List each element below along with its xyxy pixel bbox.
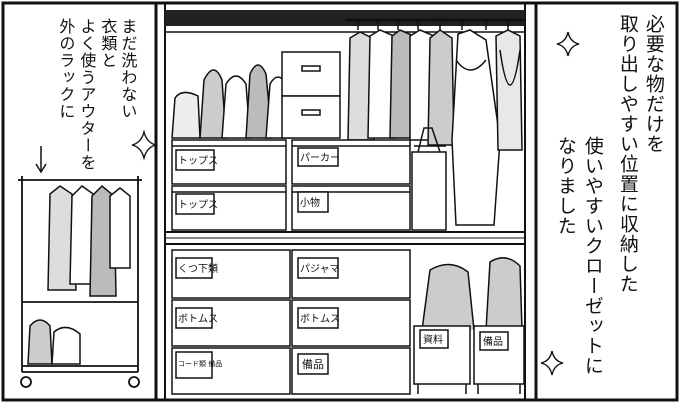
umbrella-bag <box>411 127 447 231</box>
side-text-col-3: よく使うアウターを <box>77 18 97 171</box>
bags <box>171 64 291 139</box>
label-lower-left-top: くつ下類 <box>178 263 218 275</box>
outside-rack <box>18 176 142 388</box>
label-upper-right-bottom: 小物 <box>300 196 320 209</box>
label-lower-right-mid: ボトムス <box>300 313 340 325</box>
folding-chairs <box>421 257 523 331</box>
narration-col-1: 必要な物だけを <box>642 14 665 154</box>
closet-frame <box>154 4 538 400</box>
label-basket-left: 資料 <box>423 333 443 346</box>
side-text-col-4: 外のラックに <box>56 18 76 120</box>
hanging-clothes <box>347 20 523 226</box>
rack-clothes <box>47 184 131 297</box>
label-upper-left-bottom: トップス <box>178 199 218 211</box>
label-lower-right-top: パジャマ <box>300 263 340 275</box>
baskets <box>413 325 525 394</box>
label-upper-right-top: パーカー <box>300 152 340 164</box>
side-text-col-1: まだ洗わない <box>118 18 138 120</box>
narration-col-3: 使いやすいクローゼットに <box>581 136 604 376</box>
narration-col-4: なりました <box>554 136 577 236</box>
side-text-col-2: 衣類と <box>98 18 118 69</box>
label-lower-left-mid: ボトムス <box>178 313 218 325</box>
sparkle-icon <box>131 31 580 376</box>
label-lower-right-bottom: 備品 <box>302 358 324 371</box>
narration-col-2: 取り出しやすい位置に収納した <box>616 14 639 294</box>
down-arrow-icon <box>35 146 47 174</box>
upper-storage-boxes <box>171 139 411 231</box>
lower-drawers <box>171 249 411 395</box>
label-lower-left-bottom: コード類 備品 <box>178 359 222 368</box>
label-upper-left-top: トップス <box>178 155 218 167</box>
small-drawers <box>281 51 341 139</box>
label-basket-right: 備品 <box>483 335 503 348</box>
rack-bags <box>27 319 81 365</box>
